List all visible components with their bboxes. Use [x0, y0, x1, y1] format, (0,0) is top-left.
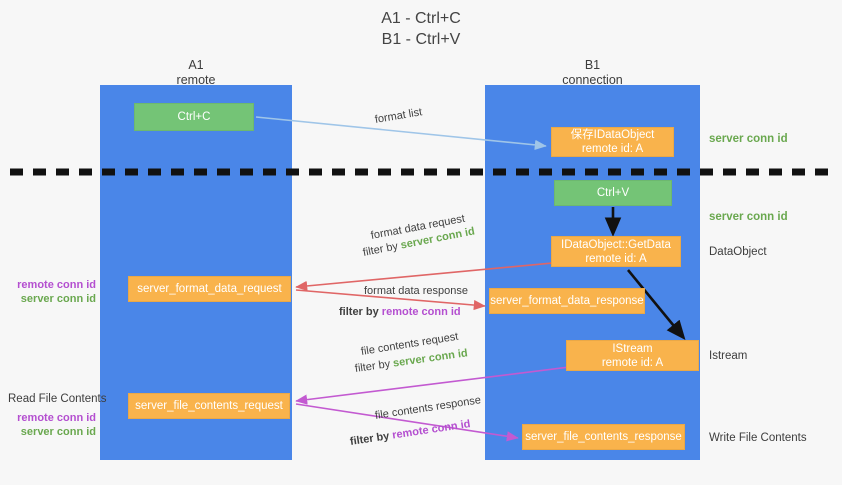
- node-server-format-data-response-label: server_format_data_response: [490, 295, 644, 307]
- filter-prefix: filter by: [339, 306, 382, 318]
- filter-prefix: filter by: [354, 357, 394, 375]
- annotation-dataobject: DataObject: [709, 246, 767, 258]
- node-save-idataobject-subtitle: remote id: A: [581, 143, 644, 155]
- edge-label-format-list: format list: [374, 106, 424, 126]
- annotation-server-conn-id-mid: server conn id: [709, 211, 788, 223]
- title-line-2: B1 - Ctrl+V: [381, 31, 461, 48]
- annotation-left-ids-mid: remote conn id server conn id: [6, 278, 96, 306]
- filter-prefix: filter by: [349, 429, 394, 448]
- title-line-1: A1 - Ctrl+C: [381, 10, 461, 27]
- edge-label-format-data-response: format data response: [364, 285, 468, 297]
- column-a1-name: A1: [188, 58, 204, 72]
- node-ctrl-c[interactable]: Ctrl+C: [134, 103, 254, 131]
- node-ctrl-c-label: Ctrl+C: [177, 111, 211, 123]
- edge-label-file-contents-response-filter: filter by remote conn id: [349, 417, 471, 449]
- node-server-format-data-request-label: server_format_data_request: [137, 283, 282, 295]
- node-istream-subtitle: remote id: A: [601, 356, 664, 369]
- column-a1-role: remote: [176, 73, 216, 87]
- annotation-remote-conn-id: remote conn id: [17, 412, 96, 424]
- node-getdata-subtitle: remote id: A: [585, 252, 647, 265]
- edge-label-format-data-response-filter: filter by remote conn id: [339, 305, 461, 319]
- annotation-remote-conn-id: remote conn id: [17, 279, 96, 291]
- node-server-format-data-request[interactable]: server_format_data_request: [128, 276, 291, 302]
- annotation-server-conn-id: server conn id: [20, 293, 96, 305]
- filter-value-remote-conn-id: remote conn id: [381, 306, 461, 318]
- page-title: A1 - Ctrl+C B1 - Ctrl+V: [0, 8, 842, 50]
- node-idataobject-getdata[interactable]: IDataObject::GetData remote id: A: [551, 236, 681, 267]
- annotation-server-conn-id: server conn id: [20, 426, 96, 438]
- node-ctrl-v-label: Ctrl+V: [596, 187, 630, 199]
- column-b1-role: connection: [562, 73, 623, 87]
- annotation-write-file-contents: Write File Contents: [709, 432, 807, 444]
- node-istream[interactable]: IStream remote id: A: [566, 340, 699, 371]
- node-server-file-contents-response[interactable]: server_file_contents_response: [522, 424, 685, 450]
- node-ctrl-v[interactable]: Ctrl+V: [554, 180, 672, 206]
- annotation-read-file-contents: Read File Contents: [8, 393, 107, 405]
- node-save-idataobject[interactable]: 保存IDataObject remote id: A: [551, 127, 674, 157]
- annotation-left-ids-bottom: remote conn id server conn id: [6, 411, 96, 439]
- annotation-server-conn-id-top: server conn id: [709, 133, 788, 145]
- annotation-istream: Istream: [709, 350, 748, 362]
- node-save-idataobject-title: 保存IDataObject: [570, 129, 655, 141]
- node-server-file-contents-request[interactable]: server_file_contents_request: [128, 393, 290, 419]
- column-b1-name: B1: [584, 58, 601, 72]
- node-getdata-title: IDataObject::GetData: [561, 238, 671, 251]
- node-server-file-contents-response-label: server_file_contents_response: [525, 431, 682, 443]
- filter-value-remote-conn-id: remote conn id: [391, 418, 472, 442]
- node-istream-title: IStream: [612, 342, 653, 355]
- node-server-format-data-response[interactable]: server_format_data_response: [489, 288, 645, 314]
- column-header-b1: B1 connection: [485, 58, 700, 88]
- node-server-file-contents-request-label: server_file_contents_request: [135, 400, 283, 412]
- filter-prefix: filter by: [361, 239, 402, 259]
- column-header-a1: A1 remote: [100, 58, 292, 88]
